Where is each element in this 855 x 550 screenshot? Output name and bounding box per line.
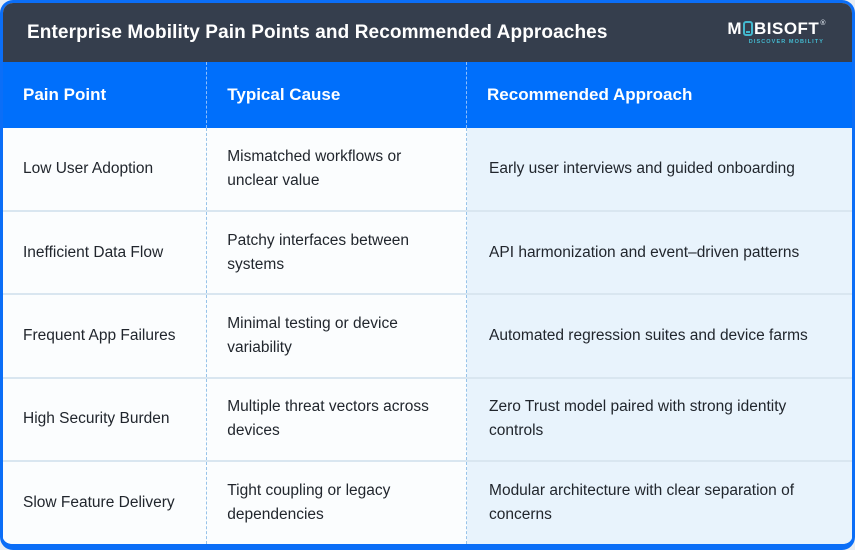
cell-typical-cause: Patchy interfaces between systems xyxy=(206,210,467,295)
registered-mark-icon: ® xyxy=(820,19,826,27)
table-row: Slow Feature Delivery Tight coupling or … xyxy=(3,459,852,544)
table-header-row: Pain Point Typical Cause Recommended App… xyxy=(3,62,852,128)
logo-tagline: DISCOVER MOBILITY xyxy=(748,38,824,45)
cell-recommended-approach: Zero Trust model paired with strong iden… xyxy=(466,376,852,461)
column-header-typical-cause: Typical Cause xyxy=(206,62,467,128)
table-row: Frequent App Failures Minimal testing or… xyxy=(3,293,852,378)
cell-pain-point: High Security Burden xyxy=(3,376,207,461)
column-header-recommended-approach: Recommended Approach xyxy=(466,62,852,128)
cell-typical-cause: Minimal testing or device variability xyxy=(206,293,467,378)
table-row: Low User Adoption Mismatched workflows o… xyxy=(3,128,852,212)
cell-typical-cause: Mismatched workflows or unclear value xyxy=(206,128,467,212)
table-row: High Security Burden Multiple threat vec… xyxy=(3,376,852,461)
card-header: Enterprise Mobility Pain Points and Reco… xyxy=(3,3,852,62)
column-header-pain-point: Pain Point xyxy=(3,62,207,128)
table-header: Pain Point Typical Cause Recommended App… xyxy=(3,62,852,128)
cell-typical-cause: Tight coupling or legacy dependencies xyxy=(206,459,467,544)
pain-points-table: Pain Point Typical Cause Recommended App… xyxy=(3,62,852,544)
logo-wordmark: M BISOFT ® xyxy=(727,20,826,37)
cell-pain-point: Inefficient Data Flow xyxy=(3,210,207,295)
cell-pain-point: Slow Feature Delivery xyxy=(3,459,207,544)
table-body: Low User Adoption Mismatched workflows o… xyxy=(3,128,852,544)
cell-recommended-approach: API harmonization and event–driven patte… xyxy=(466,210,852,295)
table-row: Inefficient Data Flow Patchy interfaces … xyxy=(3,210,852,295)
cell-recommended-approach: Modular architecture with clear separati… xyxy=(466,459,852,544)
cell-pain-point: Frequent App Failures xyxy=(3,293,207,378)
mobisoft-logo: M BISOFT ® DISCOVER MOBILITY xyxy=(727,20,826,46)
logo-text-suffix: BISOFT xyxy=(753,18,820,38)
cell-pain-point: Low User Adoption xyxy=(3,128,207,212)
cell-typical-cause: Multiple threat vectors across devices xyxy=(206,376,467,461)
phone-icon xyxy=(742,20,753,36)
page-title: Enterprise Mobility Pain Points and Reco… xyxy=(27,21,608,43)
logo-text-prefix: M xyxy=(727,18,742,38)
cell-recommended-approach: Automated regression suites and device f… xyxy=(466,293,852,378)
cell-recommended-approach: Early user interviews and guided onboard… xyxy=(466,128,852,212)
